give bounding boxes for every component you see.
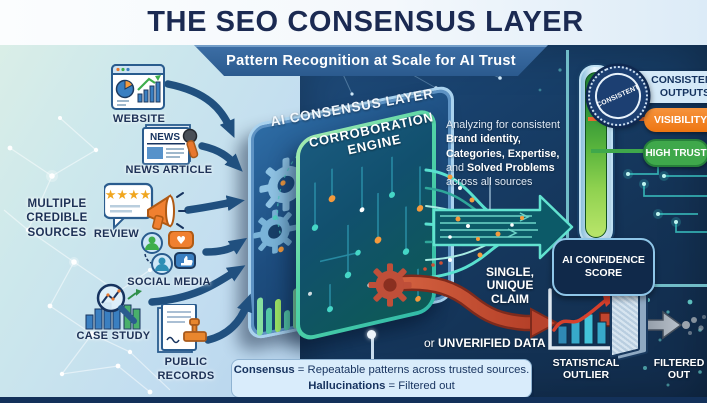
website-icon [111,64,165,110]
analysis-bold-1: Brand identity, Categories, Expertise, [446,133,560,160]
news-badge-text: NEWS [150,132,180,143]
outlier-gear-icon [368,263,412,307]
page-title: THE SEO CONSENSUS LAYER [147,6,584,38]
filtered-out-arrow [638,310,706,340]
source-label-social-media: SOCIAL MEDIA [127,276,211,288]
badge-label: CONSISTENT [595,83,641,109]
single-unique-claim-label: SINGLE, UNIQUE CLAIM [485,265,534,306]
analysis-lead: Analyzing for consistent [446,119,561,131]
case-study-icon [85,283,142,330]
analysis-tail: across all sources [446,176,533,189]
legend-line-1: Consensus = Repeatable patterns across t… [234,363,529,379]
subtitle-banner: Pattern Recognition at Scale for AI Trus… [194,45,548,76]
multiple-credible-sources-label: MULTIPLE CREDIBLE SOURCES [26,198,88,239]
legend-term-consensus: Consensus [233,363,295,376]
ai-confidence-score-label: AI CONFIDENCE SCORE [562,253,645,279]
source-label-news-article: NEWS ARTICLE [125,164,213,176]
source-label-website: WEBSITE [112,113,166,125]
legend-connector-line [371,335,374,360]
statistical-outlier-label: STATISTICAL OUTLIER [552,357,620,382]
legend-def-hallucinations: = Filtered out [385,379,455,392]
news-article-icon: NEWS [142,124,199,165]
review-stars: ★★★★ [105,188,152,203]
visibility-boost-pill: VISIBILITY BOOST [644,108,707,132]
heart-glyph: ♥ [176,234,186,247]
source-label-case-study: CASE STUDY [76,330,151,342]
ai-confidence-score-box: AI CONFIDENCE SCORE [552,238,655,296]
consistent-outputs-label: CONSISTENT OUTPUTS [651,74,707,99]
badge-ring: CONSISTENT [587,65,649,127]
unverified-word: UNVERIFIED DATA [438,336,546,350]
social-media-icon: ♥ [141,231,196,275]
filtered-out-label: FILTERED OUT [653,357,705,382]
trust-connector-line [591,149,651,153]
review-icon: ★★★★ [104,182,186,231]
or-word: or [424,336,439,350]
gear-icon [253,209,297,254]
legend-line-2: Hallucinations = Filtered out [308,379,455,395]
analysis-mid: and [446,162,468,175]
legend-box: Consensus = Repeatable patterns across t… [231,359,532,398]
analysis-note: Analyzing for consistent Brand identity,… [446,118,576,190]
footer-strip [0,397,707,403]
legend-connector-dot [367,330,376,339]
high-trust-label: HIGH TRUST [645,147,707,159]
consistent-data-streams-arrow [424,168,574,280]
public-records-icon [157,304,207,353]
subtitle-text: Pattern Recognition at Scale for AI Trus… [226,52,516,69]
legend-def-consensus: = Repeatable patterns across trusted sou… [294,363,530,376]
analysis-bold-2: Solved Problems [467,162,555,175]
header: THE SEO CONSENSUS LAYER [0,0,707,45]
source-label-public-records: PUBLIC RECORDS [157,356,215,382]
unverified-data-label: or UNVERIFIED DATA [424,336,584,350]
visibility-boost-label: VISIBILITY BOOST [654,114,707,126]
legend-term-hallucinations: Hallucinations [308,379,386,392]
source-label-review: REVIEW [93,228,140,240]
high-trust-pill: HIGH TRUST [643,139,707,167]
